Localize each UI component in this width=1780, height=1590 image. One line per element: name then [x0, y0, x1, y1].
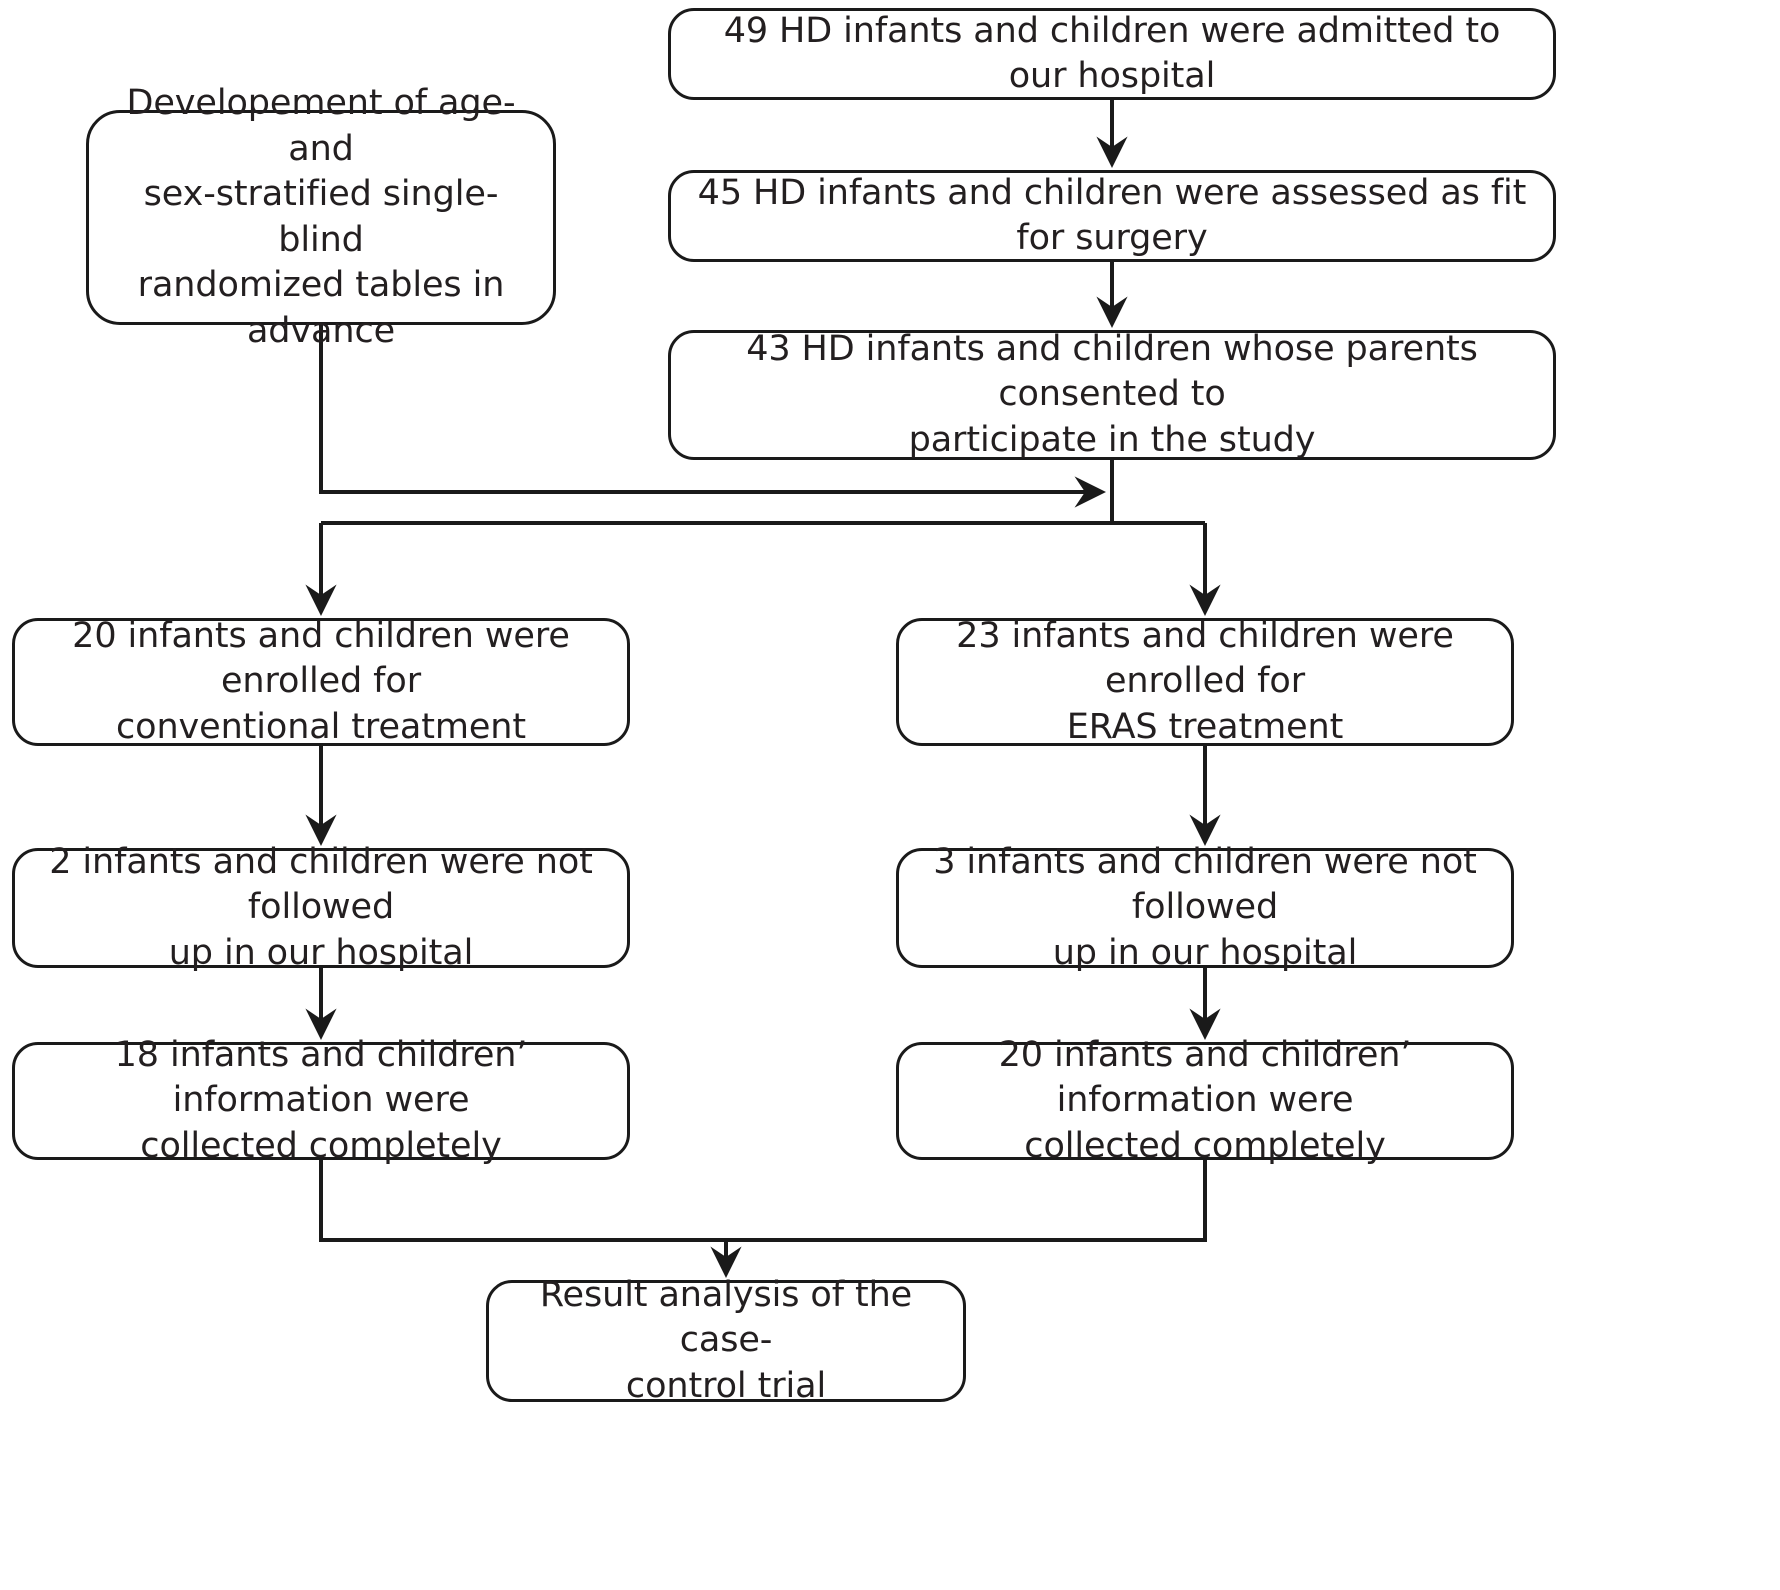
- node-eras-collected-line2: collected completely: [1024, 1125, 1386, 1166]
- node-eras-enrolled[interactable]: 23 infants and children were enrolled fo…: [896, 616, 1514, 747]
- node-eras-lost-line1: 3 infants and children were not followed: [933, 841, 1477, 928]
- node-consented-line2: participate in the study: [908, 419, 1316, 460]
- node-eras-enrolled-line2: ERAS treatment: [1066, 706, 1344, 747]
- node-result-analysis-label: Result analysis of the case- control tri…: [511, 1273, 941, 1410]
- node-eras-lost-to-followup[interactable]: 3 infants and children were not followed…: [896, 842, 1514, 973]
- node-assessed-fit[interactable]: 45 HD infants and children were assessed…: [668, 170, 1556, 262]
- node-conventional-lost-line1: 2 infants and children were not followed: [49, 841, 593, 928]
- node-eras-enrolled-label: 23 infants and children were enrolled fo…: [921, 614, 1489, 751]
- node-randomization-line3: randomized tables in advance: [137, 265, 505, 351]
- node-eras-enrolled-line1: 23 infants and children were enrolled fo…: [956, 615, 1454, 702]
- node-eras-lost-label: 3 infants and children were not followed…: [921, 840, 1489, 977]
- node-conventional-collected-line1: 18 infants and children’ information wer…: [114, 1034, 528, 1121]
- node-randomization-tables[interactable]: Developement of age- and sex-stratified …: [86, 83, 556, 351]
- node-consented-line1: 43 HD infants and children whose parents…: [746, 328, 1478, 415]
- node-conventional-collected[interactable]: 18 infants and children’ information wer…: [12, 1035, 630, 1166]
- node-admitted[interactable]: 49 HD infants and children were admitted…: [668, 8, 1556, 100]
- node-eras-collected-line1: 20 infants and children’ information wer…: [998, 1034, 1412, 1121]
- node-conventional-enrolled-label: 20 infants and children were enrolled fo…: [37, 614, 605, 751]
- node-conventional-enrolled[interactable]: 20 infants and children were enrolled fo…: [12, 616, 630, 747]
- edge-conventional-collected-merge: [319, 1160, 726, 1242]
- node-conventional-collected-line2: collected completely: [140, 1125, 502, 1166]
- node-assessed-fit-label: 45 HD infants and children were assessed…: [697, 172, 1527, 259]
- node-result-analysis[interactable]: Result analysis of the case- control tri…: [486, 1275, 966, 1406]
- node-eras-collected-label: 20 infants and children’ information wer…: [921, 1033, 1489, 1170]
- node-conventional-enrolled-line1: 20 infants and children were enrolled fo…: [72, 615, 570, 702]
- node-conventional-collected-label: 18 infants and children’ information wer…: [37, 1033, 605, 1170]
- node-eras-collected[interactable]: 20 infants and children’ information wer…: [896, 1035, 1514, 1166]
- node-admitted-label: 49 HD infants and children were admitted…: [723, 10, 1501, 97]
- node-result-analysis-line1: Result analysis of the case-: [539, 1274, 913, 1361]
- node-randomization-line1: Developement of age- and: [126, 83, 516, 169]
- edge-eras-collected-merge: [726, 1160, 1207, 1242]
- node-randomization-label: Developement of age- and sex-stratified …: [111, 81, 531, 354]
- node-conventional-lost-label: 2 infants and children were not followed…: [37, 840, 605, 977]
- node-consented[interactable]: 43 HD infants and children whose parents…: [668, 329, 1556, 460]
- node-conventional-enrolled-line2: conventional treatment: [116, 706, 526, 747]
- node-randomization-line2: sex-stratified single-blind: [143, 174, 499, 260]
- node-consented-label: 43 HD infants and children whose parents…: [693, 327, 1531, 464]
- node-result-analysis-line2: control trial: [625, 1365, 827, 1406]
- node-conventional-lost-to-followup[interactable]: 2 infants and children were not followed…: [12, 842, 630, 973]
- node-conventional-lost-line2: up in our hospital: [168, 932, 474, 973]
- node-eras-lost-line2: up in our hospital: [1052, 932, 1358, 973]
